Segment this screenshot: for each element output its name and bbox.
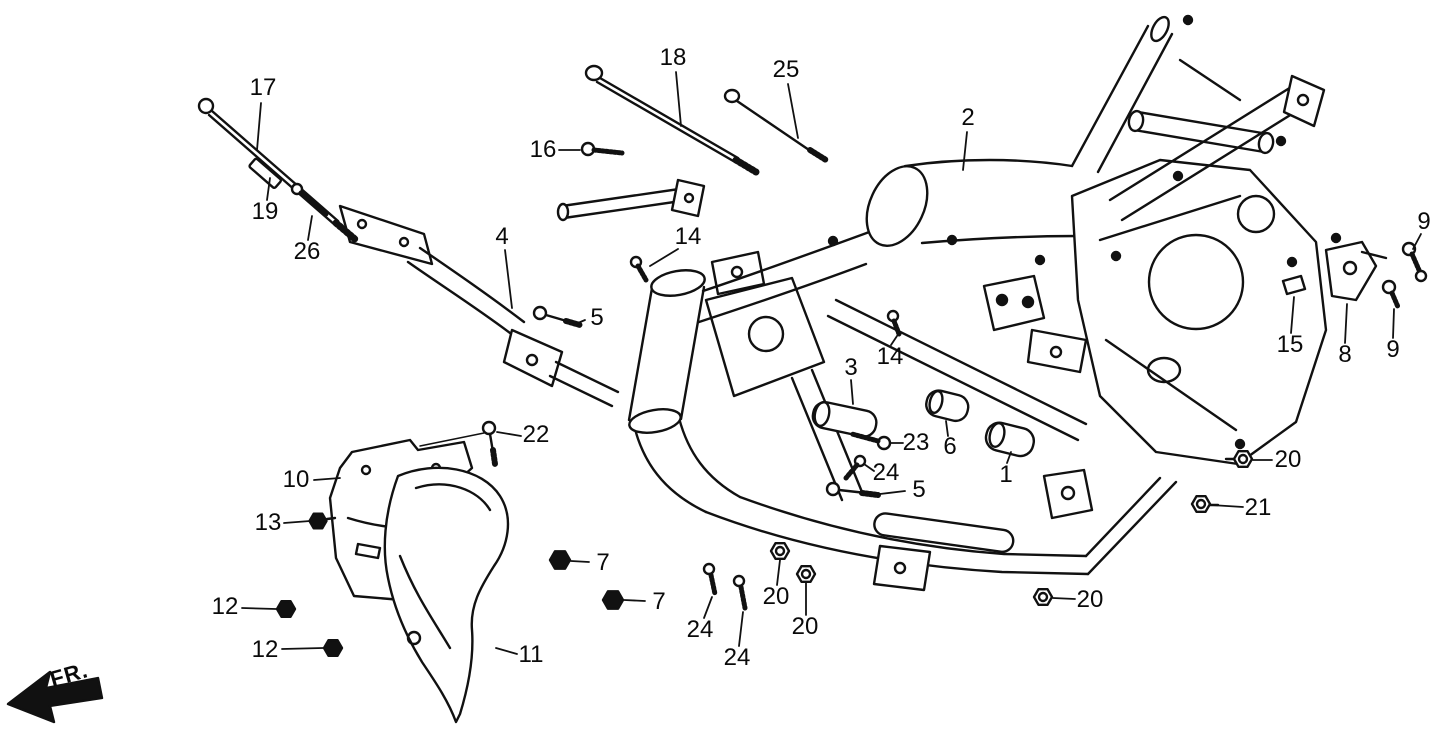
part-callout-19: 19 <box>251 198 279 225</box>
fastener-bolt-25 <box>723 88 829 163</box>
part-callout-12-lower: 12 <box>251 636 279 663</box>
part-callout-3: 3 <box>844 354 858 381</box>
part-callout-7-lower: 7 <box>652 588 666 615</box>
fastener-screw-16 <box>580 141 625 157</box>
part-callout-6: 6 <box>943 433 957 460</box>
part-callout-20-bottom-right: 20 <box>1076 586 1104 613</box>
frame-rear-plates <box>1070 158 1328 466</box>
part-callout-5-top: 5 <box>590 304 604 331</box>
steering-head-tube <box>627 269 706 434</box>
collar-part3 <box>811 400 878 438</box>
fastener-bolt-9-right <box>1381 279 1401 310</box>
engine-guard-cover-part11 <box>383 466 510 724</box>
part-callout-17: 17 <box>249 74 277 101</box>
spacer-part19 <box>248 157 283 189</box>
nut-20-mid-lower <box>795 565 817 583</box>
part-callout-5-mid: 5 <box>912 476 926 503</box>
fastener-bolt-5-mid <box>825 481 881 498</box>
part-callout-24-mid: 24 <box>872 459 900 486</box>
plate-part15 <box>1281 274 1307 296</box>
nut-20-bottom-right <box>1032 588 1054 606</box>
part-callout-20-mid-upper: 20 <box>762 583 790 610</box>
part-callout-4: 4 <box>495 223 509 250</box>
part-callout-22: 22 <box>522 421 550 448</box>
collar-part6 <box>925 389 970 423</box>
part-callout-2: 2 <box>961 104 975 131</box>
fastener-bolt-24-mid <box>843 454 867 481</box>
fastener-bolt-24-lower-left <box>702 562 718 597</box>
front-subframe-part4 <box>338 178 706 408</box>
frame-lower-cradle <box>631 416 1178 592</box>
frame-backbone <box>697 158 1080 324</box>
part-callout-26: 26 <box>293 238 321 265</box>
nut-12-upper <box>275 600 297 618</box>
part-callout-9-top: 9 <box>1417 208 1431 235</box>
leader-lines <box>241 71 1422 655</box>
fastener-bolt-23 <box>849 431 892 451</box>
part-callout-14-top: 14 <box>674 223 702 250</box>
front-direction-arrow <box>6 670 104 724</box>
part-callout-8: 8 <box>1338 341 1352 368</box>
collar-part1 <box>984 421 1036 458</box>
frame-rear-rails <box>1070 14 1326 222</box>
nut-12-lower <box>322 639 344 657</box>
fastener-bolt-5-top <box>532 305 583 328</box>
fastener-bolt-22 <box>481 420 498 467</box>
part-callout-24-lower-left: 24 <box>686 616 714 643</box>
nut-21 <box>1190 495 1220 513</box>
frame-braces <box>704 250 1088 502</box>
nut-20-right-upper <box>1224 450 1254 468</box>
part-callout-25: 25 <box>772 56 800 83</box>
part-callout-20-right-upper: 20 <box>1274 446 1302 473</box>
part-callout-9-right: 9 <box>1386 336 1400 363</box>
part-callout-14-mid: 14 <box>876 343 904 370</box>
fastener-bolt-24-lower-right <box>732 574 748 611</box>
nut-7-upper <box>548 550 572 570</box>
bracket-part8 <box>1324 232 1388 302</box>
nut-13 <box>308 512 337 530</box>
part-callout-13: 13 <box>254 509 282 536</box>
nut-7-lower <box>601 590 625 610</box>
part-callout-12-upper: 12 <box>211 593 239 620</box>
part-callout-23: 23 <box>902 429 930 456</box>
nut-20-mid-upper <box>769 542 791 560</box>
part-callout-16: 16 <box>529 136 557 163</box>
part-callout-18: 18 <box>659 44 687 71</box>
fastener-bolt-18 <box>584 64 760 176</box>
part-callout-10: 10 <box>282 466 310 493</box>
part-callout-1: 1 <box>999 461 1013 488</box>
fastener-bolt-9-top <box>1401 241 1428 283</box>
part-callout-24-lower-right: 24 <box>723 644 751 671</box>
fastener-bolt-14-mid <box>886 309 902 337</box>
part-callout-11: 11 <box>518 641 544 668</box>
fastener-bolt-14-top <box>629 255 649 283</box>
part-callout-20-mid-lower: 20 <box>791 613 819 640</box>
fastener-bolt-26 <box>290 182 329 217</box>
part-callout-7-upper: 7 <box>596 549 610 576</box>
part-callout-21: 21 <box>1244 494 1272 521</box>
part-callout-15: 15 <box>1276 331 1304 358</box>
